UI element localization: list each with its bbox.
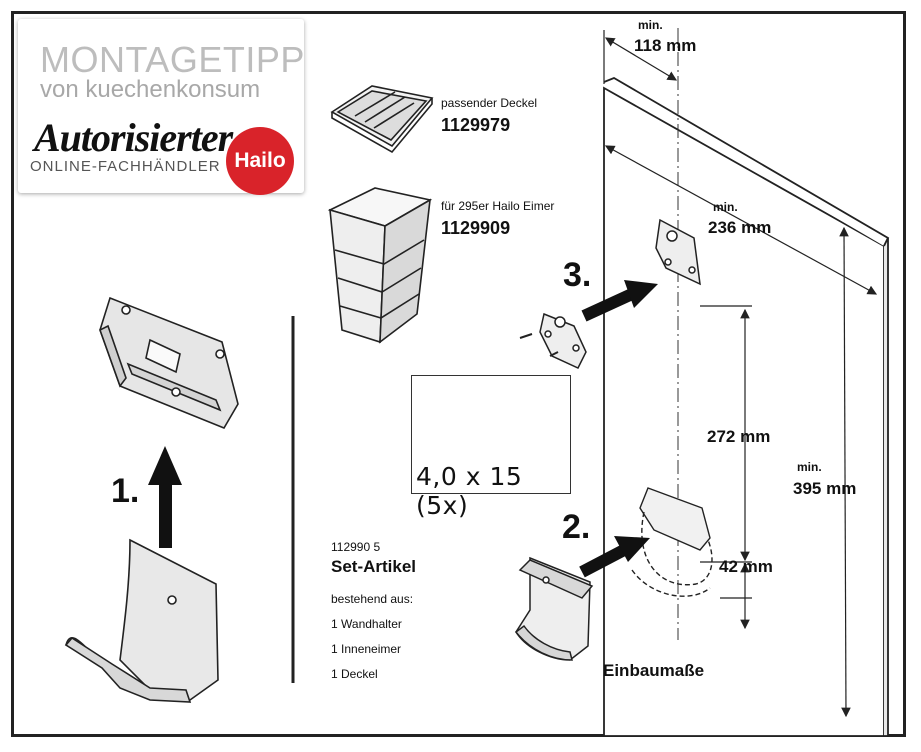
set-title: Set-Artikel: [331, 557, 417, 576]
dim-height-value: 395 mm: [793, 479, 857, 498]
logo-title: MONTAGETIPP: [40, 39, 305, 80]
dealer-logo: MONTAGETIPP von kuechenkonsum Autorisier…: [18, 19, 305, 195]
arrow-step-3: [581, 280, 658, 322]
set-item-2: 1 Inneneimer: [331, 642, 402, 656]
mounted-plate-top: [655, 218, 701, 286]
logo-authorized: Autorisierter: [34, 115, 233, 160]
dimension-lines: [603, 30, 878, 718]
holder-step-2: [514, 556, 594, 661]
step-2-number: 2.: [562, 508, 591, 546]
dim-bottom-value: 42 mm: [719, 557, 773, 576]
step-3-number: 3.: [563, 256, 592, 294]
set-item-3: 1 Deckel: [331, 667, 378, 681]
hailo-logo: Hailo: [226, 127, 294, 195]
dim-top-min: min.: [638, 18, 663, 32]
bucket-label: für 295er Hailo Eimer: [441, 199, 555, 213]
dim-width-min: min.: [713, 200, 738, 214]
set-subtitle: bestehend aus:: [331, 592, 414, 606]
step-1-number: 1.: [111, 472, 140, 510]
lid-label: passender Deckel: [441, 96, 538, 110]
logo-dealer: ONLINE-FACHHÄNDLER: [30, 158, 221, 175]
arrow-step-1: [148, 446, 182, 548]
set-number: 112990 5: [331, 540, 381, 554]
dim-top-value: 118 mm: [634, 36, 697, 55]
screw-box: 4,0 x 15 (5x): [411, 375, 571, 520]
bucket-number: 1129909: [441, 218, 511, 238]
logo-subtitle: von kuechenkonsum: [40, 76, 261, 103]
lid-number: 1129979: [441, 115, 511, 135]
dim-width-value: 236 mm: [708, 218, 772, 237]
screw-label: 4,0 x 15 (5x): [416, 462, 523, 520]
dim-middle-value: 272 mm: [707, 427, 771, 446]
mounting-plate-step-3: [519, 312, 587, 369]
bucket-drawing: [327, 187, 433, 344]
lid-drawing: [330, 85, 434, 154]
mounting-dimensions-caption: Einbaumaße: [603, 661, 705, 680]
arrow-step-2: [579, 536, 650, 578]
set-item-1: 1 Wandhalter: [331, 617, 402, 631]
diagram-frame: [11, 11, 906, 737]
wall-bracket-drawing: [99, 296, 239, 430]
holder-drawing: [64, 538, 219, 703]
dim-height-min: min.: [797, 460, 822, 474]
